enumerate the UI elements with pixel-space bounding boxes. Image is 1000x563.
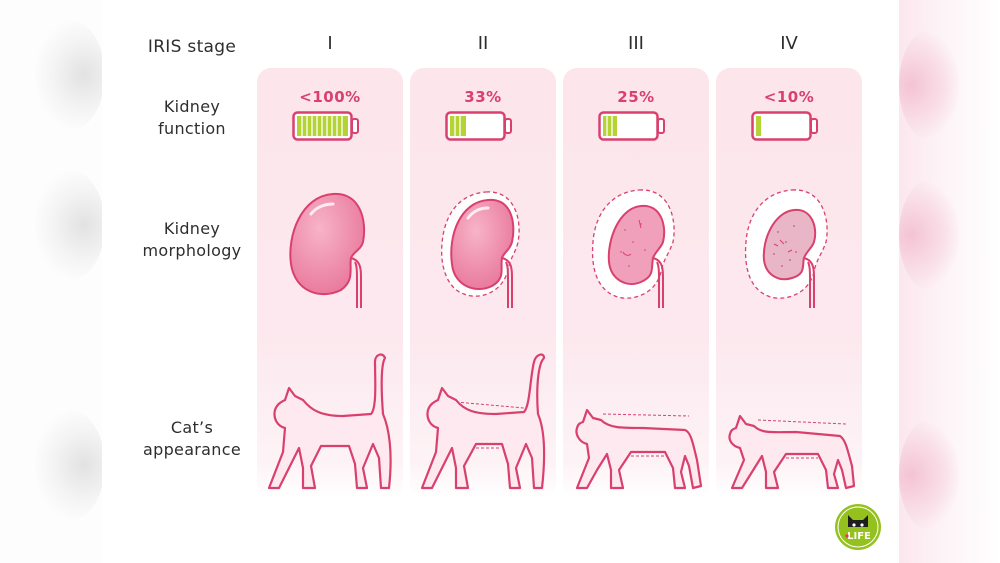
- kidney-function-label: Kidney function: [132, 96, 252, 140]
- stage-header-2: II: [477, 33, 489, 54]
- blur-shape: [899, 180, 959, 290]
- stage-column-4: <10%: [716, 68, 862, 498]
- blurred-right-margin: [899, 0, 1000, 563]
- blur-shape: [899, 30, 959, 140]
- cat-stage4-icon: [728, 414, 856, 490]
- kidney-stage2-icon: [440, 191, 520, 308]
- stage-column-1: <100%: [257, 68, 403, 498]
- kidney-function-value: 33%: [464, 88, 502, 106]
- stage-header-4: IV: [780, 33, 798, 54]
- blur-shape: [35, 20, 105, 130]
- kidney-healthy-icon: [289, 192, 366, 308]
- battery-low-icon: [598, 111, 665, 141]
- kidney-function-value: <10%: [763, 88, 815, 106]
- kidney-function-value: 25%: [617, 88, 655, 106]
- battery-full-icon: [292, 111, 359, 141]
- kidney-function-value: <100%: [299, 88, 361, 106]
- blur-shape: [35, 170, 105, 280]
- cat-appearance-label: Cat’s appearance: [132, 417, 252, 461]
- iris-stage-label: IRIS stage: [147, 37, 237, 57]
- stage-header-1: I: [327, 33, 333, 54]
- iris-infographic: IRIS stage Kidney function Kidney morpho…: [102, 0, 899, 563]
- blurred-left-margin: [0, 0, 105, 563]
- label-line: Cat’s: [170, 418, 214, 437]
- label-line: Kidney: [163, 219, 221, 238]
- label-line: morphology: [142, 241, 242, 260]
- blur-shape: [899, 420, 959, 530]
- label-line: function: [158, 119, 226, 138]
- stage-header-3: III: [628, 33, 644, 54]
- cat-stage3-icon: [575, 408, 703, 490]
- stage-column-2: 33%: [410, 68, 556, 498]
- kidney-morphology-label: Kidney morphology: [132, 218, 252, 262]
- cat-stage2-icon: [420, 353, 546, 490]
- battery-low-icon: [445, 111, 512, 141]
- battery-critical-icon: [751, 111, 818, 141]
- stage-column-3: 25%: [563, 68, 709, 498]
- blur-shape: [35, 410, 105, 520]
- svg-text:LIFE: LIFE: [847, 531, 871, 542]
- catlife-logo: LIFE: [835, 504, 881, 550]
- label-line: Kidney: [163, 97, 221, 116]
- kidney-stage3-icon: [591, 189, 675, 308]
- cat-normal-icon: [267, 353, 392, 490]
- label-line: appearance: [143, 440, 241, 459]
- kidney-stage4-icon: [744, 189, 828, 308]
